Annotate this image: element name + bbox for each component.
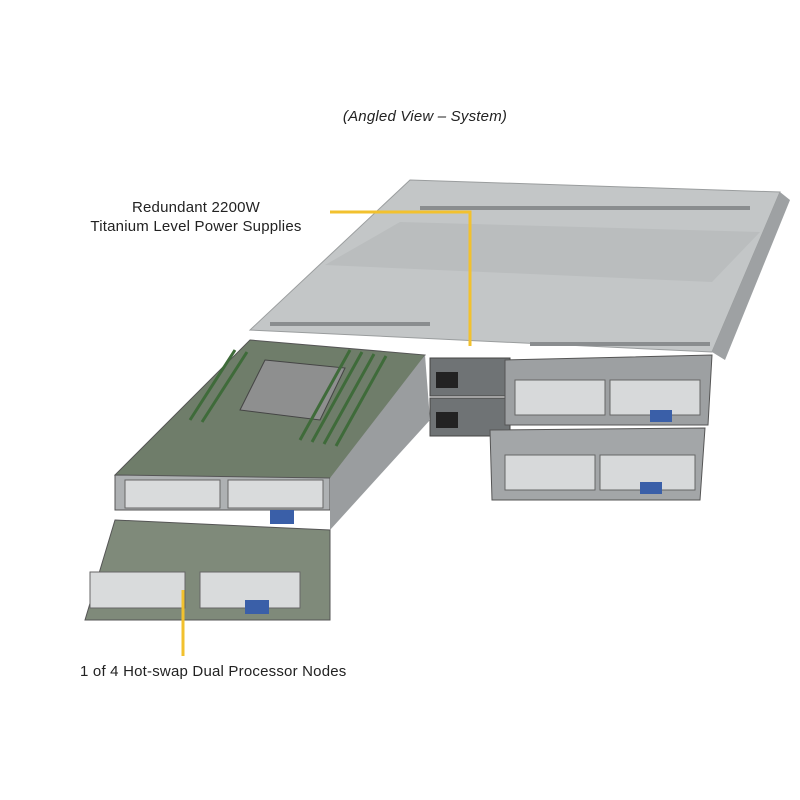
callout-line-power-supplies bbox=[330, 210, 472, 346]
callout-power-supplies-line2: Titanium Level Power Supplies bbox=[90, 218, 302, 235]
image-caption: (Angled View – System) bbox=[342, 108, 508, 125]
extended-node-side bbox=[330, 355, 430, 530]
memory-dimms bbox=[188, 349, 388, 447]
chassis-vents bbox=[270, 206, 750, 346]
callout-power-supplies: Redundant 2200W Titanium Level Power Sup… bbox=[60, 198, 332, 236]
chassis-top-panel bbox=[325, 222, 760, 282]
callout-nodes: 1 of 4 Hot-swap Dual Processor Nodes bbox=[80, 663, 347, 680]
callout-power-supplies-line1: Redundant 2200W bbox=[131, 199, 261, 216]
chassis-right-side bbox=[712, 192, 790, 360]
